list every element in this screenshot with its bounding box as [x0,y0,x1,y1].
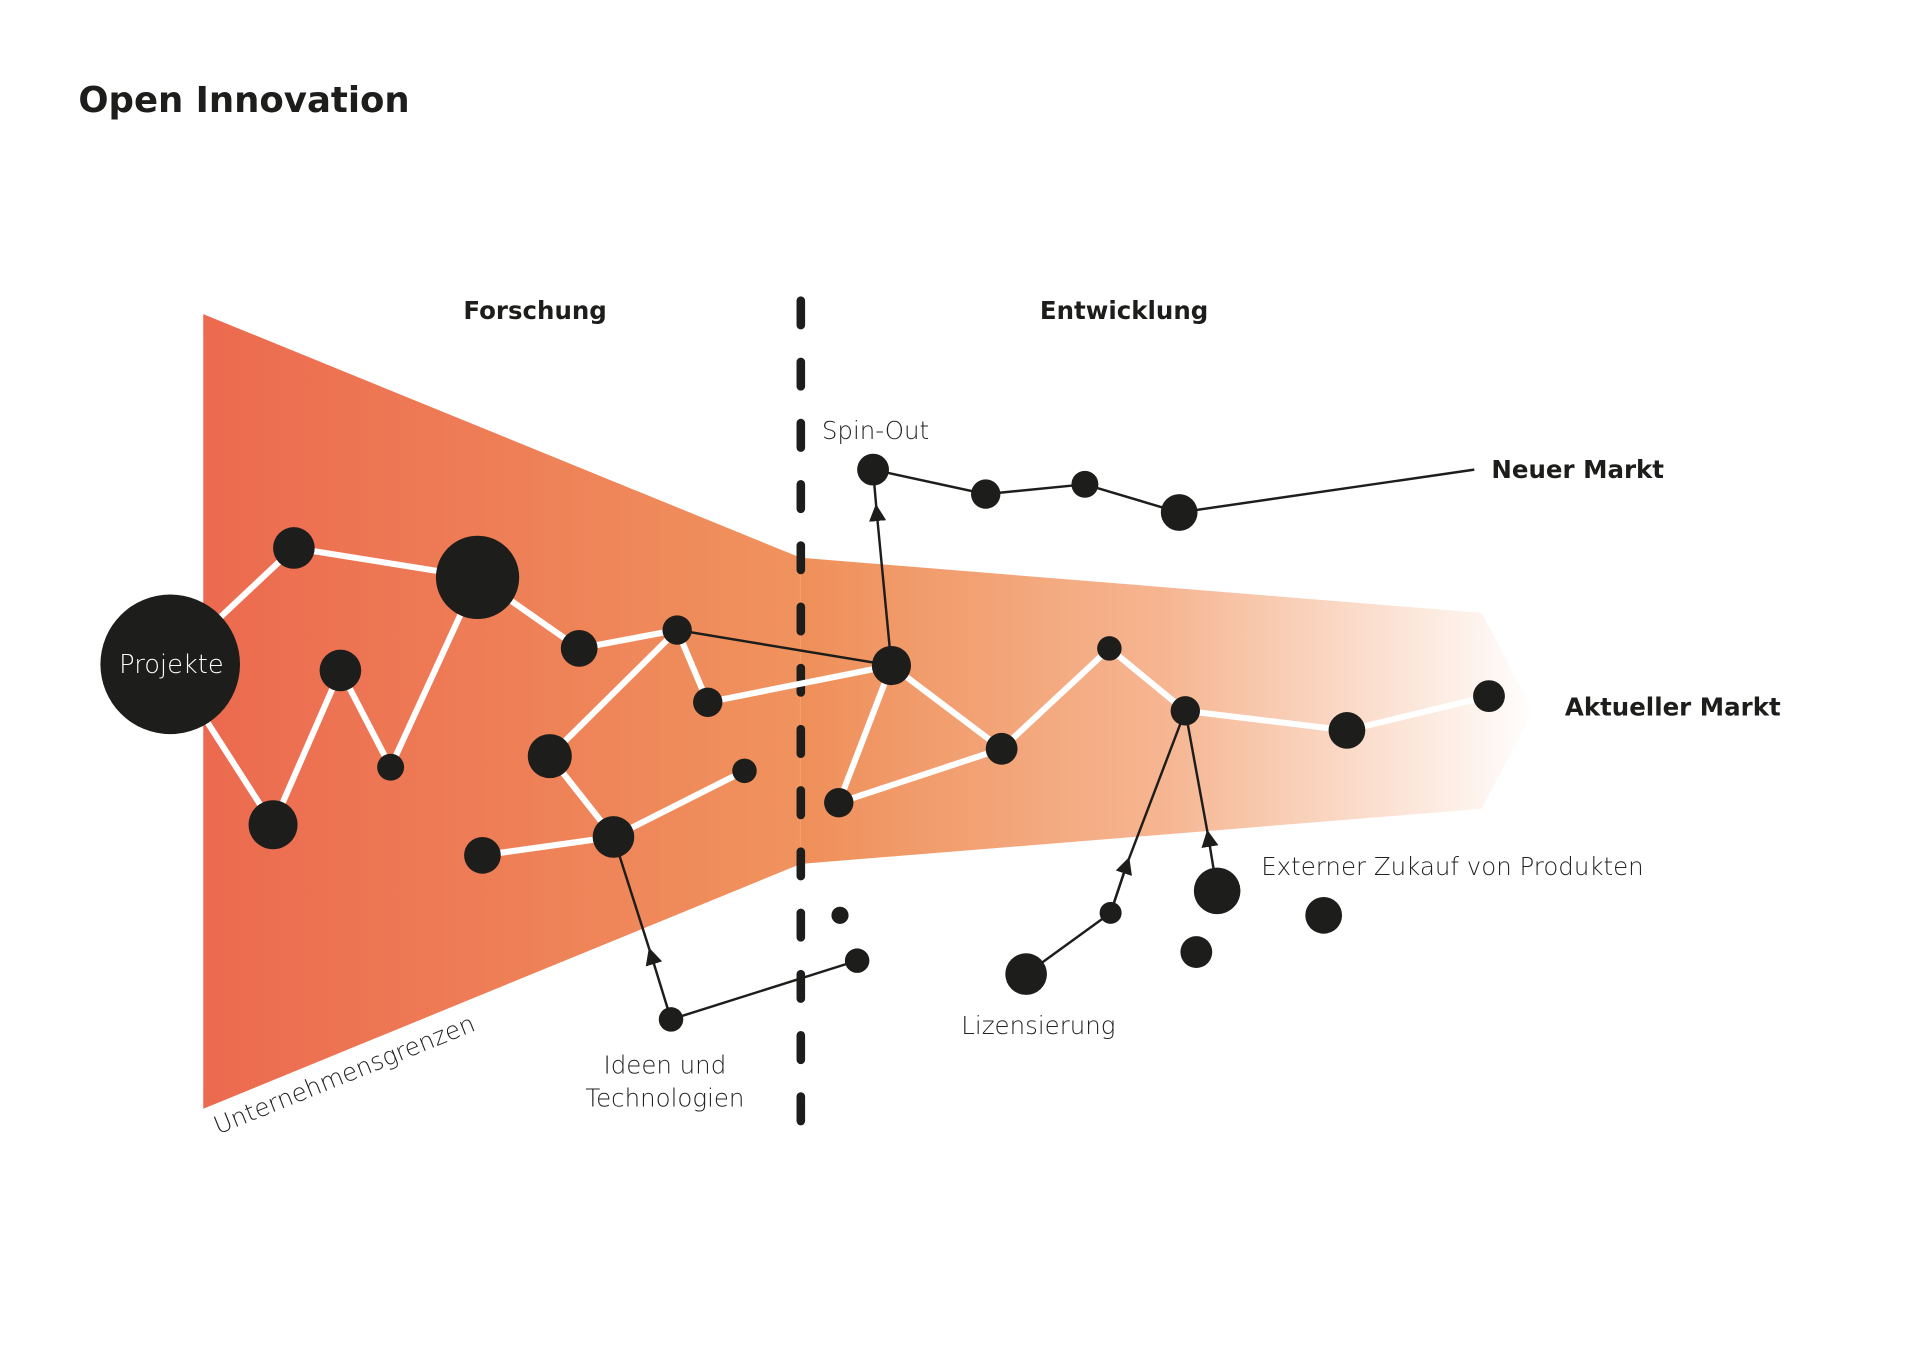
phase-research: Forschung [463,296,606,325]
spin-out-label: Spin-Out [822,416,929,445]
node [1071,470,1099,498]
projekte-label: Projekte [119,650,224,680]
node [871,645,912,686]
licensing-node [1005,953,1047,995]
node [1328,712,1366,749]
spin-out-node [857,453,889,486]
node [1473,680,1505,713]
node [319,649,362,692]
node [248,800,298,850]
node [824,787,854,818]
node [1305,896,1343,934]
node [1099,901,1122,924]
page-title: Open Innovation [78,80,409,121]
funnel-development [800,557,1534,864]
current-market-label: Aktueller Markt [1565,693,1781,722]
node [273,527,315,569]
node [662,615,692,645]
node [527,734,572,779]
node [1160,494,1198,531]
node [592,816,635,858]
licensing-label: Lizensierung [961,1011,1115,1040]
phase-development: Entwicklung [1040,296,1208,325]
funnel-research [203,314,801,1109]
ideas-label-line1: Ideen und [604,1050,727,1079]
node [464,836,501,874]
external-purchase-label: Externer Zukauf von Produkten [1261,852,1643,881]
node [844,948,870,973]
new-market-label: Neuer Markt [1491,455,1664,484]
node [1170,696,1200,726]
node [693,687,723,717]
ideas-node [658,1007,684,1032]
node [1180,936,1213,968]
ideas-label-line2: Technologien [585,1083,744,1112]
node [971,479,1001,509]
projekte-node [100,594,240,735]
node [732,758,757,784]
node [377,753,405,781]
node [985,732,1018,765]
node [1097,636,1122,661]
node [831,906,849,924]
external-purchase-node [1193,867,1241,915]
node [560,630,598,667]
node [435,535,520,619]
nodes [100,453,1505,1032]
